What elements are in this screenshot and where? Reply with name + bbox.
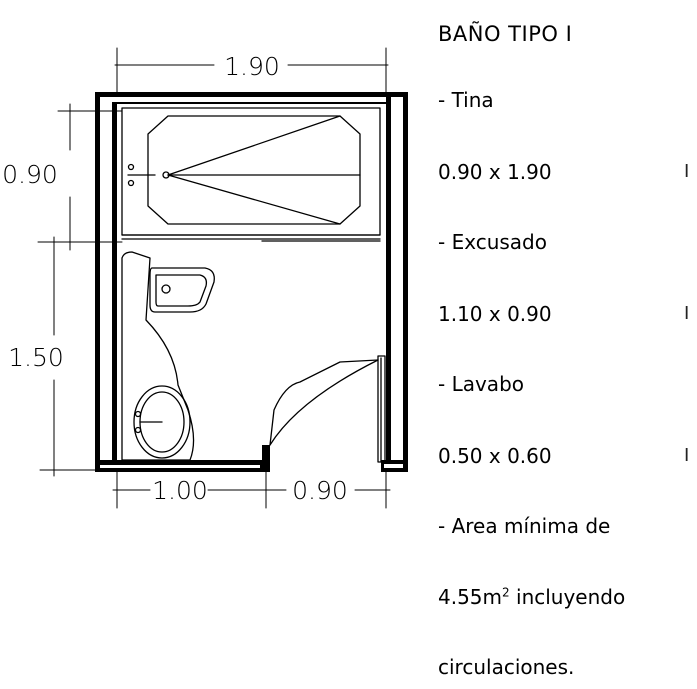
- walls: [95, 92, 408, 472]
- area-value: 4.55m2 incluyendo: [438, 585, 625, 609]
- dim-top-width: 1.90: [224, 52, 280, 81]
- lavabo: [121, 251, 195, 461]
- area-end: circulaciones.: [438, 655, 575, 679]
- dim-bottom-right: 0.90: [292, 476, 348, 505]
- area-rest: incluyendo: [509, 585, 626, 609]
- dim-left-lower: 1.50: [8, 343, 64, 372]
- dim-left-upper: 0.90: [2, 160, 58, 189]
- dimension-lines: [37, 47, 391, 509]
- tina-label: - Tina: [438, 88, 494, 112]
- bathtub: [121, 107, 381, 242]
- toilet: [149, 267, 215, 313]
- row-mark-excusado: I: [684, 303, 690, 324]
- dim-bottom-left: 1.00: [152, 476, 208, 505]
- excusado-size: 1.10 x 0.90: [438, 302, 552, 326]
- row-mark-tina: I: [684, 161, 690, 182]
- notes-title: BAÑO TIPO I: [438, 22, 573, 46]
- area-number: 4.55m: [438, 585, 503, 609]
- area-label: - Area mínima de: [438, 514, 611, 538]
- lavabo-size: 0.50 x 0.60: [438, 444, 552, 468]
- excusado-label: - Excusado: [438, 230, 547, 254]
- tina-size: 0.90 x 1.90: [438, 160, 552, 184]
- bathroom-floor-plan: 1.90 0.90 1.50 1.00 0.90: [2, 47, 408, 509]
- row-mark-lavabo: I: [684, 445, 690, 466]
- area-exponent: 2: [502, 585, 510, 600]
- lavabo-label: - Lavabo: [438, 372, 524, 396]
- door: [269, 355, 386, 463]
